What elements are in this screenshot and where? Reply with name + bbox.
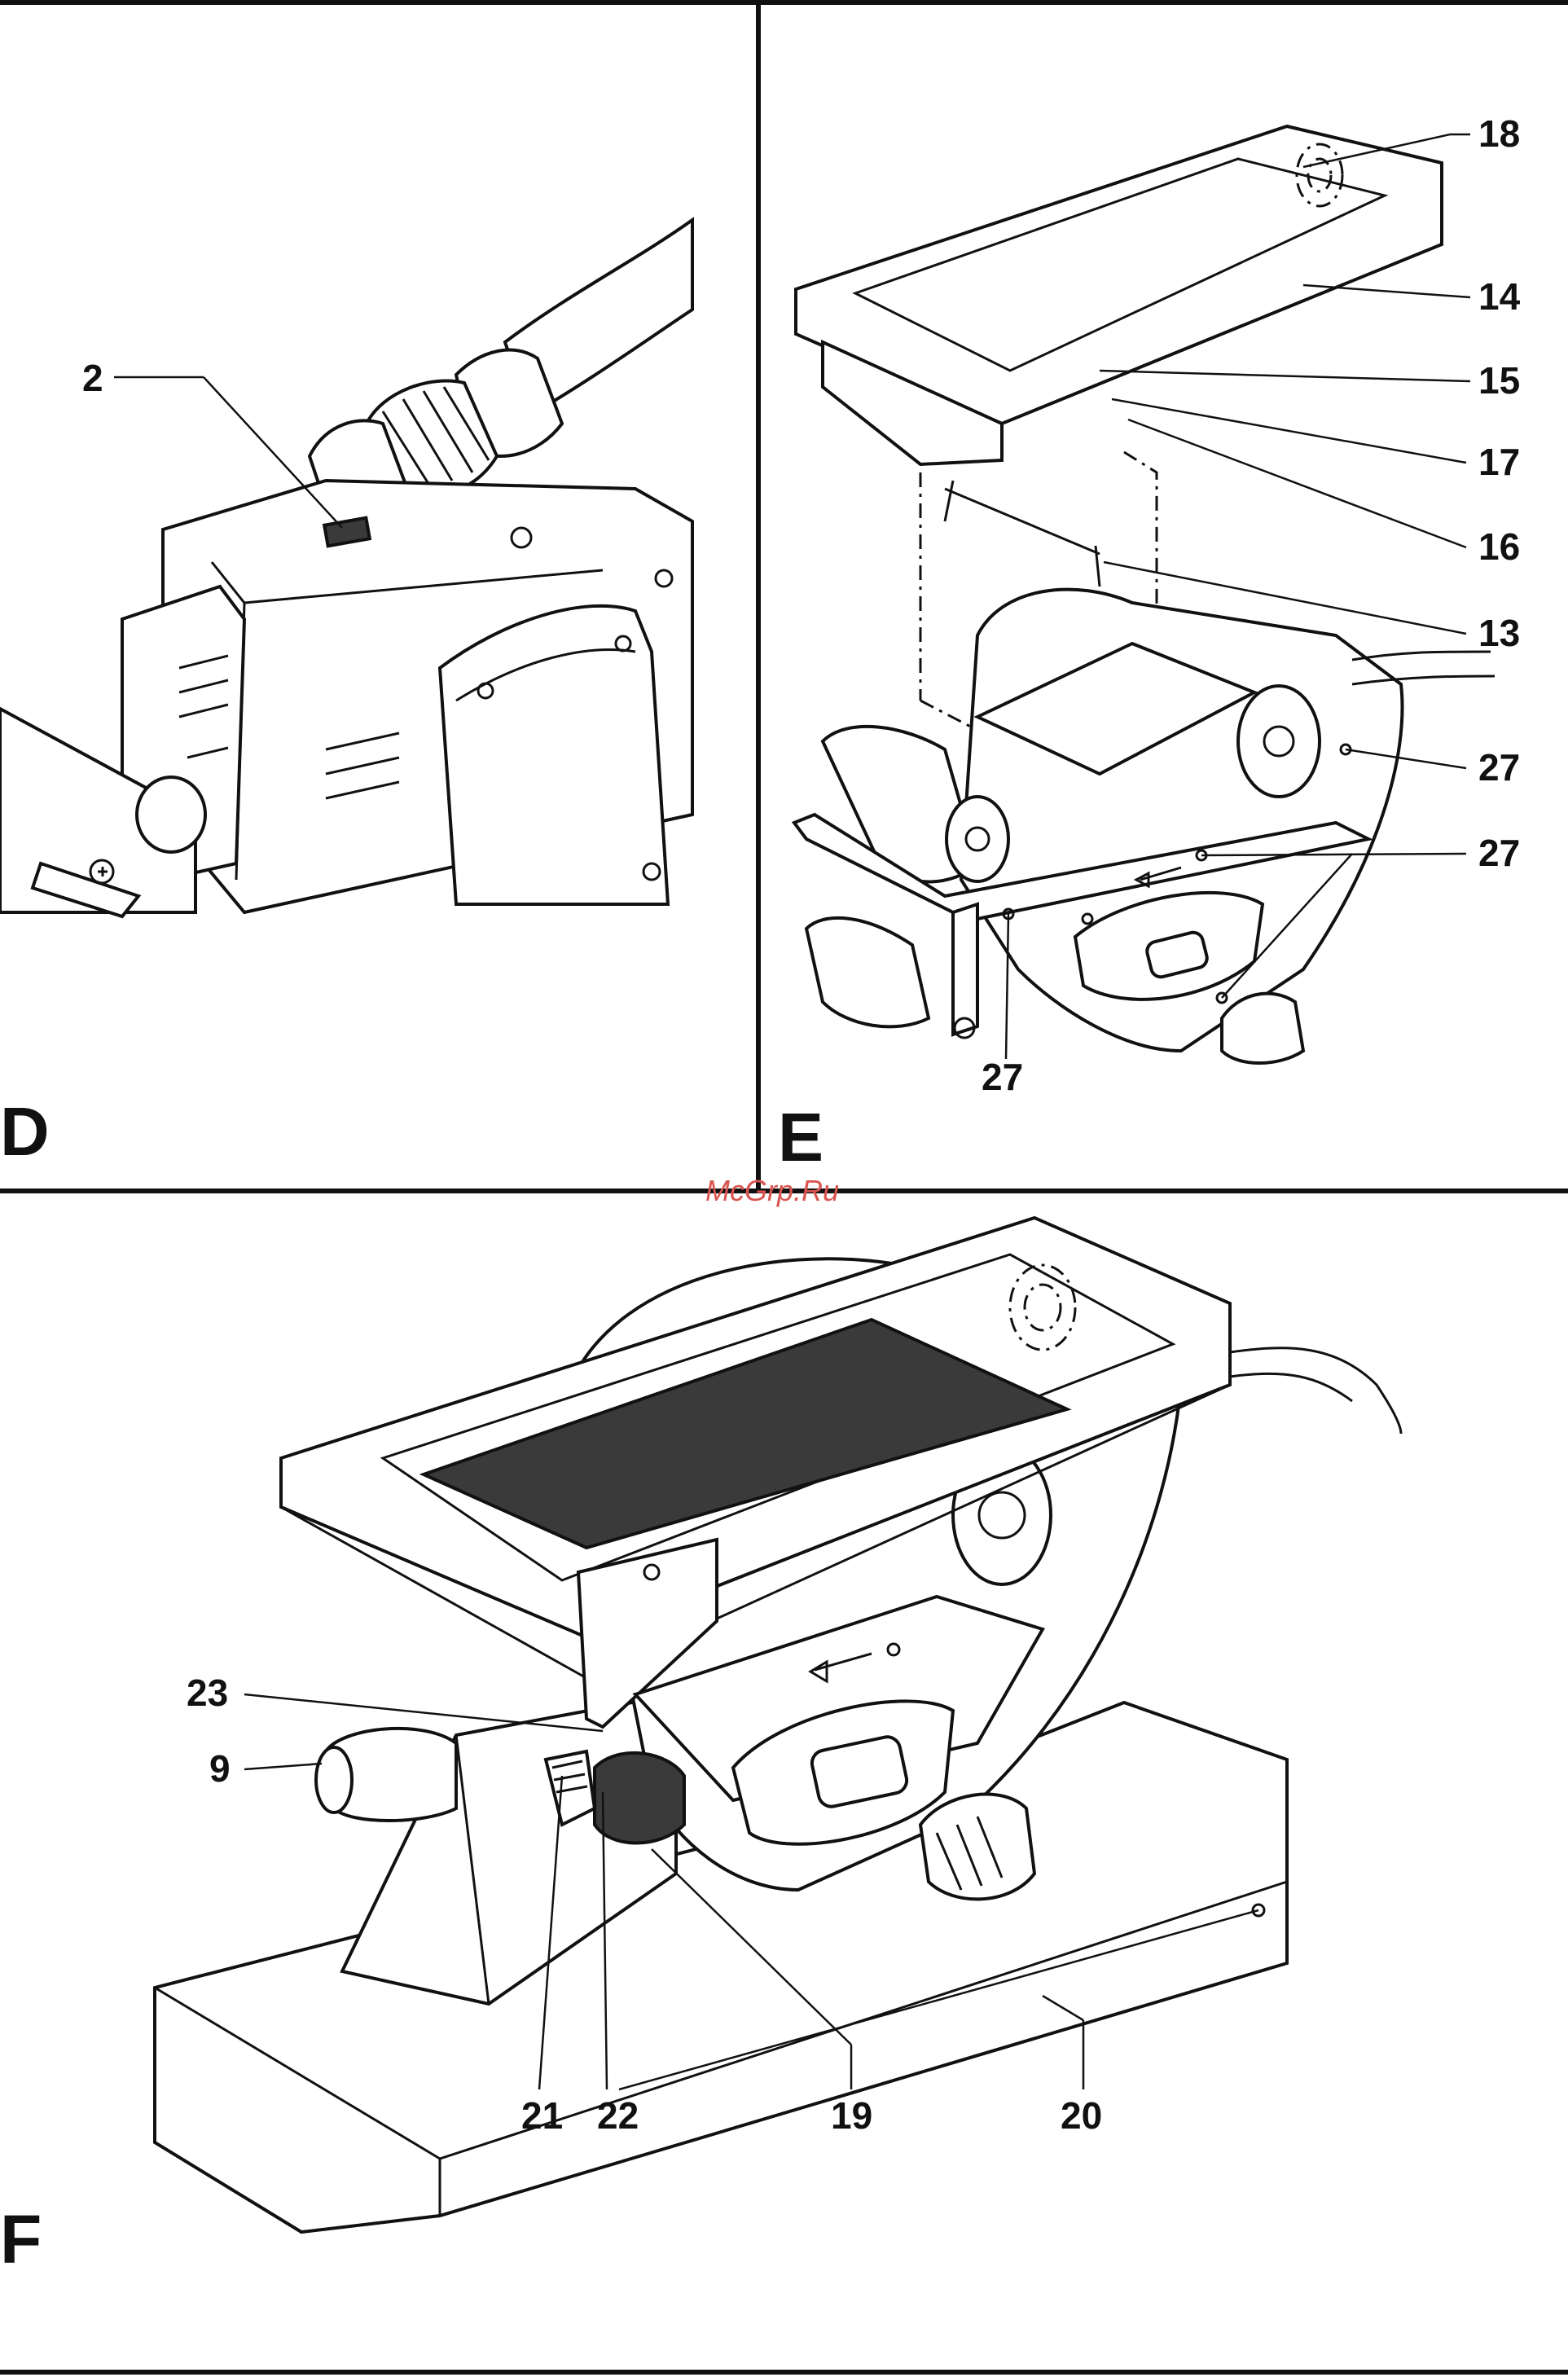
callout-16: 16 bbox=[1478, 525, 1520, 568]
callout-23: 23 bbox=[187, 1672, 228, 1714]
callout-19: 19 bbox=[831, 2094, 872, 2137]
watermark: McGrp.Ru bbox=[705, 1174, 839, 1207]
callout-20: 20 bbox=[1061, 2094, 1102, 2137]
callout-15: 15 bbox=[1478, 359, 1520, 402]
panel-letter-e: E bbox=[778, 1099, 824, 1175]
panel-e-illustration bbox=[794, 126, 1495, 1063]
panel-letter-f: F bbox=[0, 2201, 42, 2278]
callout-27-c: 27 bbox=[982, 1056, 1023, 1098]
callout-9: 9 bbox=[209, 1747, 231, 1790]
callout-18: 18 bbox=[1478, 112, 1520, 155]
callout-2: 2 bbox=[82, 357, 103, 399]
panel-letter-d: D bbox=[0, 1093, 50, 1170]
callout-27-b: 27 bbox=[1478, 832, 1520, 874]
callout-14: 14 bbox=[1478, 275, 1521, 318]
callout-22: 22 bbox=[597, 2094, 639, 2137]
callout-21: 21 bbox=[521, 2094, 563, 2137]
callout-17: 17 bbox=[1478, 441, 1520, 483]
panel-d-illustration bbox=[0, 220, 692, 916]
panel-f-illustration bbox=[155, 1218, 1401, 2232]
callout-13: 13 bbox=[1478, 612, 1520, 654]
callout-27-a: 27 bbox=[1478, 746, 1520, 789]
